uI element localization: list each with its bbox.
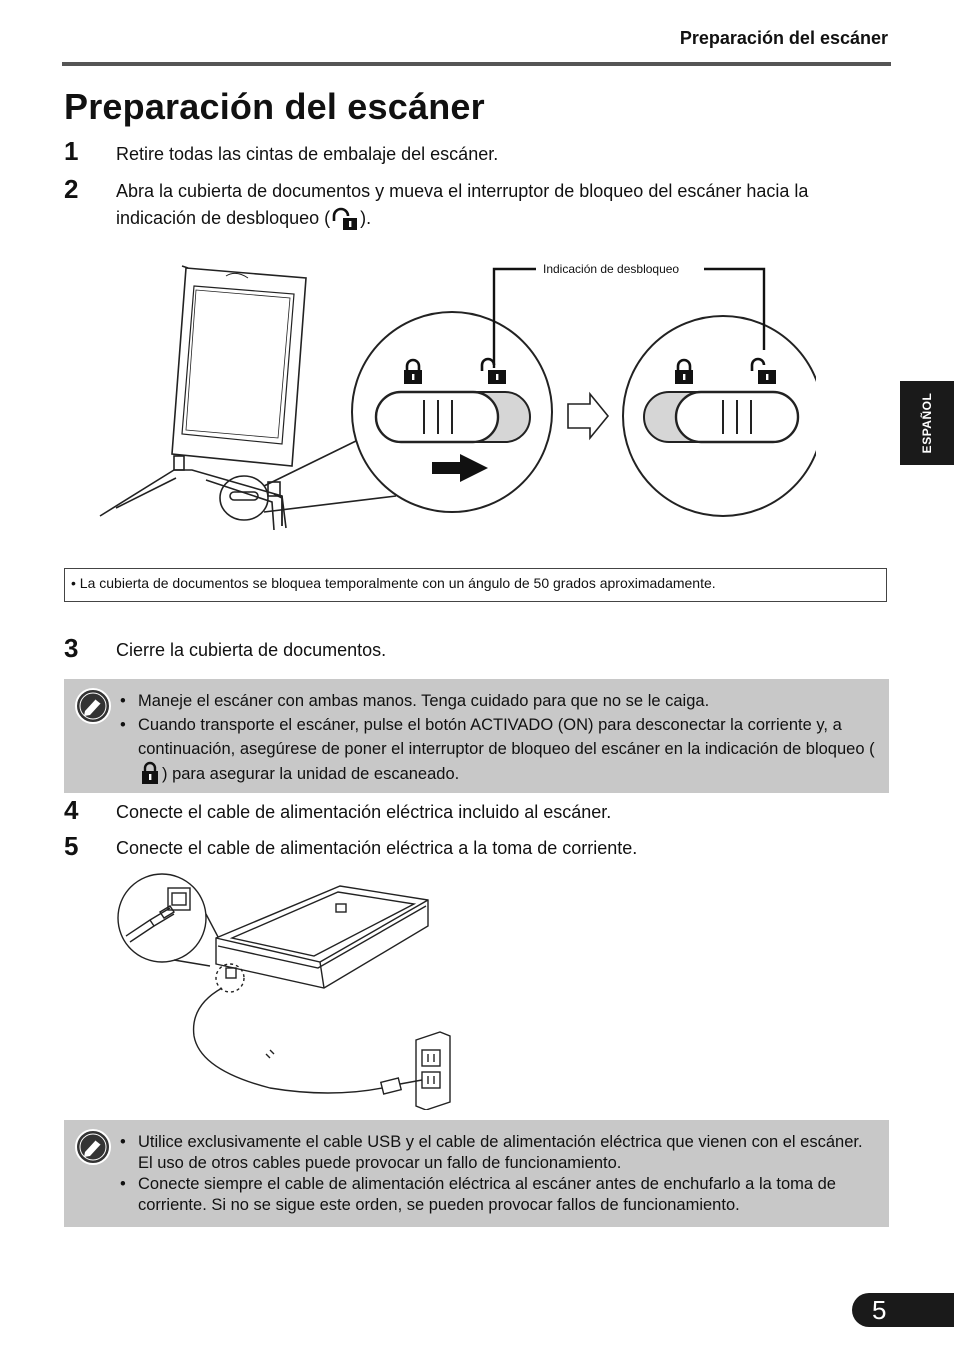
step-number-4: 4: [64, 795, 79, 825]
caution-box-1: Maneje el escáner con ambas manos. Tenga…: [64, 679, 889, 793]
page-number: 5: [872, 1295, 887, 1325]
caution-1-item-2-after: ) para asegurar la unidad de escaneado.: [162, 765, 460, 783]
running-header: Preparación del escáner: [679, 28, 888, 48]
note-text: La cubierta de documentos se bloquea tem…: [79, 575, 716, 591]
caution-box-2: Utilice exclusivamente el cable USB y el…: [64, 1120, 889, 1227]
step-text-5: Conecte el cable de alimentación eléctri…: [116, 838, 638, 858]
unlock-icon: [332, 207, 358, 230]
note-box: • La cubierta de documentos se bloquea t…: [64, 568, 887, 602]
lock-icon: [675, 358, 693, 384]
language-tab: ESPAÑOL: [900, 381, 954, 465]
step-number-2: 2: [64, 174, 79, 204]
pencil-caution-icon: [75, 1129, 111, 1165]
caution-1-item-2: Cuando transporte el escáner, pulse el b…: [120, 713, 881, 786]
pencil-caution-icon: [75, 688, 111, 724]
step-number-1: 1: [64, 136, 79, 166]
figure-lock-switch: [99, 265, 816, 531]
step-text-4: Conecte el cable de alimentación eléctri…: [116, 802, 612, 822]
caution-2-item-2: Conecte siempre el cable de alimentación…: [120, 1174, 881, 1216]
arrow-right-icon: [432, 454, 488, 482]
caution-1-item-1: Maneje el escáner con ambas manos. Tenga…: [120, 689, 881, 713]
step-number-3: 3: [64, 633, 79, 663]
page-title: Preparación del escáner: [64, 86, 485, 127]
caution-1-item-2-before: Cuando transporte el escáner, pulse el b…: [138, 716, 875, 758]
step-text-2-after: ).: [360, 208, 372, 228]
lock-icon: [142, 761, 158, 784]
unlock-icon: [750, 357, 776, 384]
header-rule: [62, 62, 891, 66]
language-tab-label: ESPAÑOL: [920, 392, 934, 454]
step-number-5: 5: [64, 831, 79, 861]
step-text-1: Retire todas las cintas de embalaje del …: [116, 144, 499, 164]
step-text-2: Abra la cubierta de documentos y mueva e…: [116, 178, 886, 232]
step-text-2-before: Abra la cubierta de documentos y mueva e…: [116, 181, 809, 228]
figure-power-cable: [117, 873, 451, 1110]
caution-2-item-1: Utilice exclusivamente el cable USB y el…: [120, 1132, 881, 1174]
lock-icon: [404, 358, 422, 384]
callout-label-unlock: Indicación de desbloqueo: [543, 262, 680, 276]
page-number-tab: 5: [852, 1293, 954, 1327]
step-text-3: Cierre la cubierta de documentos.: [116, 640, 387, 660]
